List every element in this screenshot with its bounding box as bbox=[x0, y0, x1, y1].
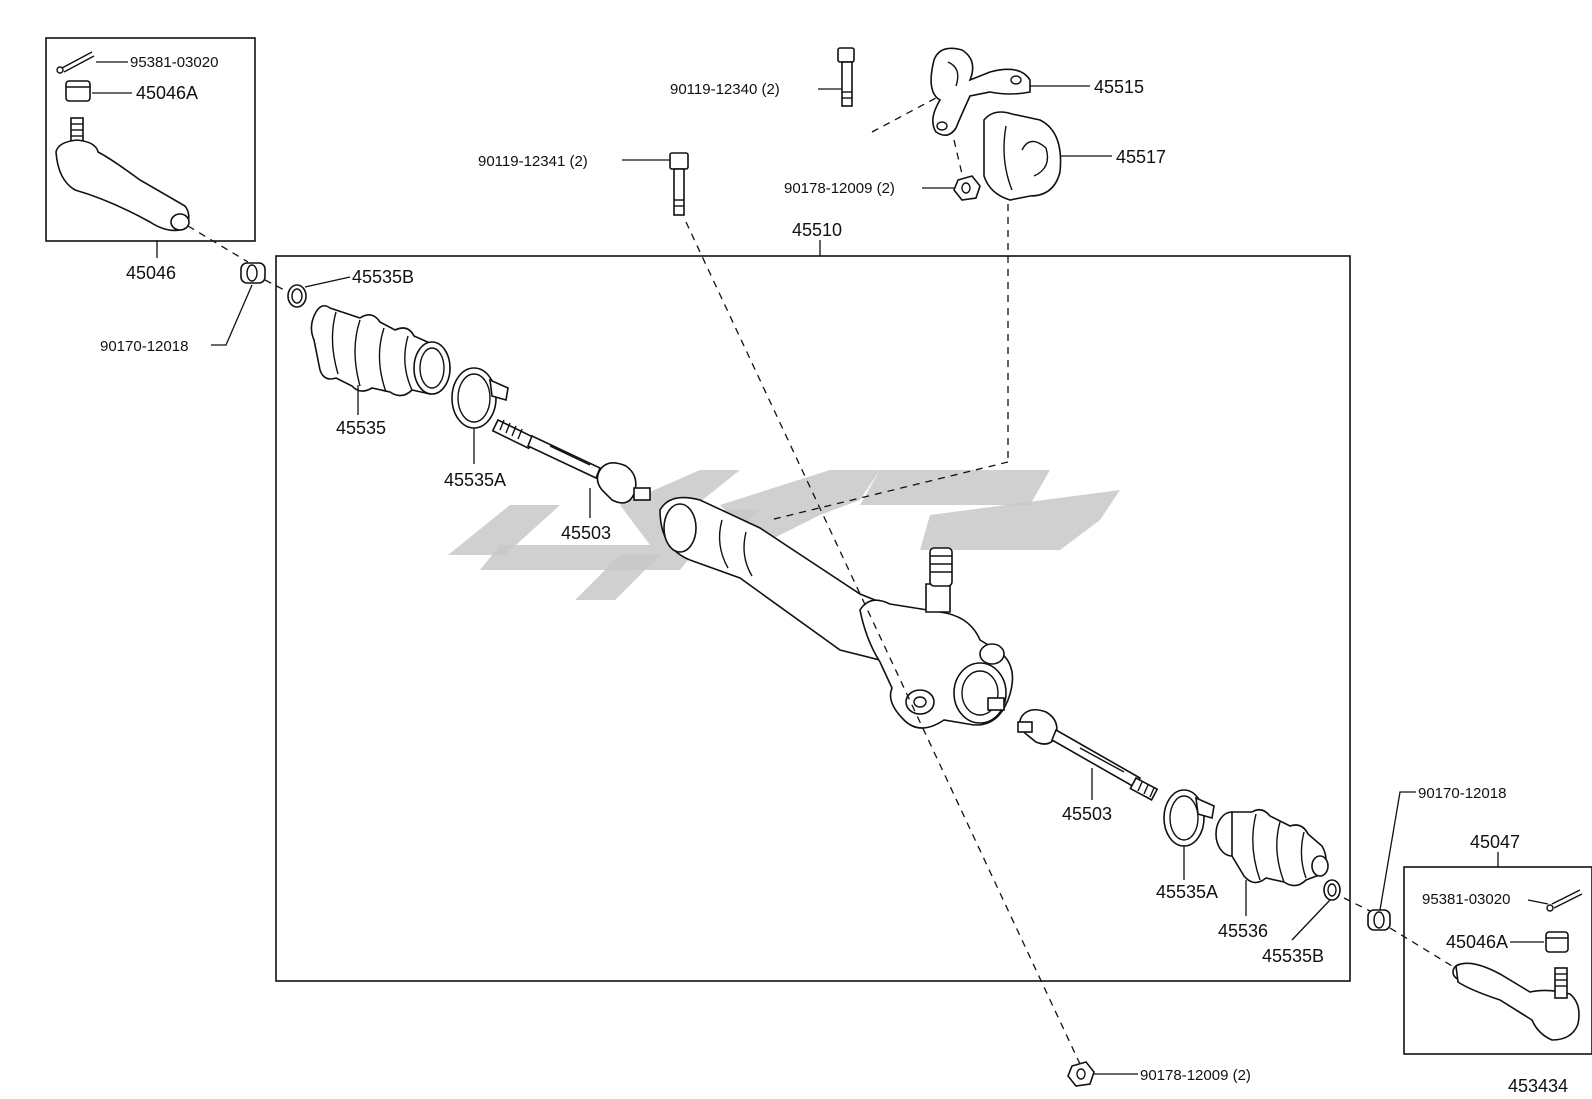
cotter-pin-left bbox=[56, 51, 128, 74]
dash-bolt-to-bracket bbox=[871, 97, 937, 133]
watermark-logo bbox=[448, 470, 1120, 600]
boot-right bbox=[1215, 808, 1329, 916]
label-90170-12018-right: 90170-12018 bbox=[1418, 785, 1506, 802]
label-90119-12340: 90119-12340 (2) bbox=[670, 81, 780, 98]
label-45047: 45047 bbox=[1470, 832, 1520, 852]
label-45515: 45515 bbox=[1094, 77, 1144, 97]
diagram-number: 453434 bbox=[1508, 1076, 1568, 1096]
bolt-mid bbox=[622, 152, 1081, 1065]
nut-upper bbox=[922, 175, 981, 201]
castle-nut-left bbox=[65, 80, 132, 102]
washer-left bbox=[211, 262, 291, 346]
label-45510: 45510 bbox=[792, 220, 842, 240]
label-45535B-right: 45535B bbox=[1262, 946, 1324, 966]
label-45503-right: 45503 bbox=[1062, 804, 1112, 824]
label-45535A-left: 45535A bbox=[444, 470, 506, 490]
tie-rod-end-right bbox=[1452, 962, 1580, 1041]
label-45046: 45046 bbox=[126, 263, 176, 283]
boot-left bbox=[310, 304, 451, 415]
label-95381-03020-right: 95381-03020 bbox=[1422, 891, 1510, 908]
rack-assembly-frame bbox=[275, 255, 1351, 982]
label-90178-12009-upper: 90178-12009 (2) bbox=[784, 180, 895, 197]
left-tie-rod-end-frame bbox=[45, 37, 256, 242]
label-90170-12018-left: 90170-12018 bbox=[100, 338, 188, 355]
cushion-45517 bbox=[983, 111, 1112, 201]
clip-left-b bbox=[287, 276, 351, 308]
cotter-pin-right bbox=[1527, 889, 1583, 912]
clamp-right-a bbox=[1163, 789, 1215, 880]
label-90119-12341: 90119-12341 (2) bbox=[478, 153, 588, 170]
label-45046A-right: 45046A bbox=[1446, 932, 1508, 952]
label-45536: 45536 bbox=[1218, 921, 1268, 941]
label-45535-left: 45535 bbox=[336, 418, 386, 438]
bracket-45515 bbox=[930, 47, 1090, 136]
dash-bracket-to-nut bbox=[953, 139, 963, 175]
label-95381-03020-left: 95381-03020 bbox=[130, 54, 218, 71]
inner-rod-right bbox=[1017, 708, 1159, 801]
label-90178-12009-lower: 90178-12009 (2) bbox=[1140, 1067, 1251, 1084]
label-45535A-right: 45535A bbox=[1156, 882, 1218, 902]
clip-right-b bbox=[1291, 879, 1373, 941]
clamp-left-a bbox=[451, 367, 509, 464]
label-45535B-left: 45535B bbox=[352, 267, 414, 287]
rack-housing bbox=[659, 496, 1014, 729]
label-45046A-left: 45046A bbox=[136, 83, 198, 103]
nut-lower bbox=[1067, 1061, 1138, 1087]
label-45503-left: 45503 bbox=[561, 523, 611, 543]
castle-nut-right bbox=[1510, 931, 1569, 953]
bolt-upper bbox=[818, 47, 855, 107]
dash-cushion-to-housing bbox=[769, 461, 1009, 521]
tie-rod-end-left bbox=[55, 117, 249, 263]
label-45517: 45517 bbox=[1116, 147, 1166, 167]
inner-rod-left bbox=[491, 418, 651, 518]
washer-right bbox=[1367, 791, 1453, 967]
